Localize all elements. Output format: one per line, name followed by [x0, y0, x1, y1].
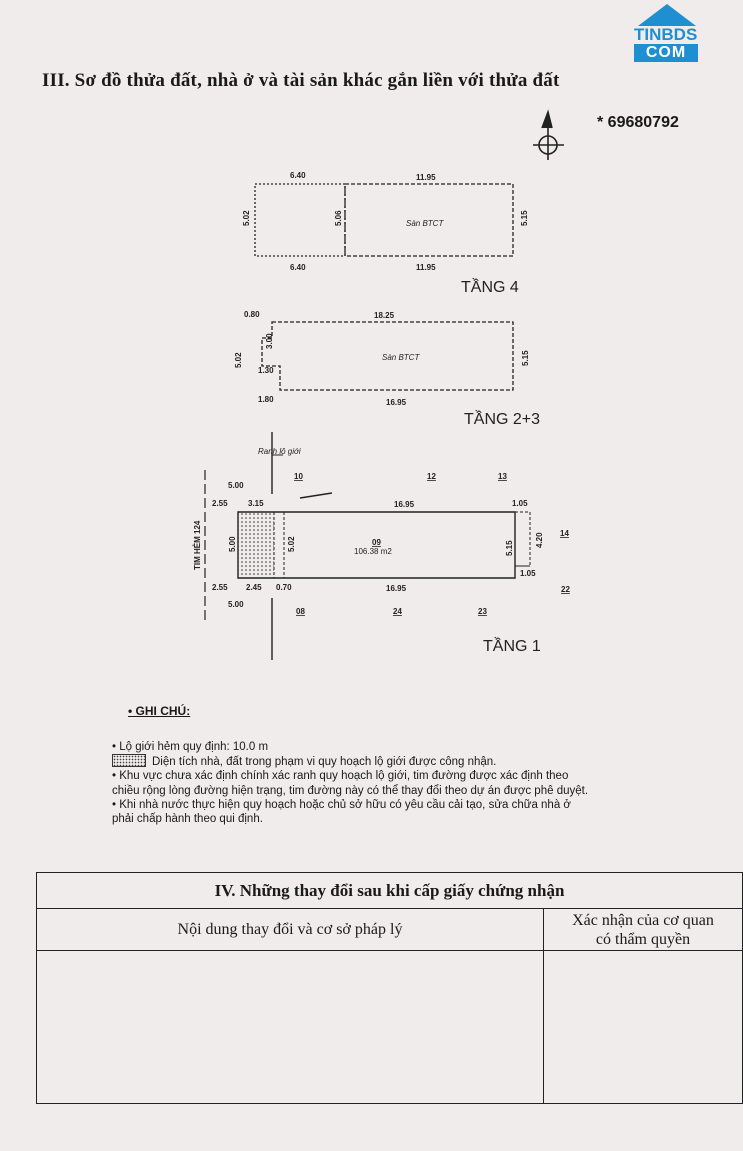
f1-alley: TIM HẺM 124 [193, 520, 202, 570]
f1-left-w: 5.00 [228, 536, 237, 552]
floor-plan-drawing: 6.40 11.95 6.40 11.95 5.02 5.06 5.15 Sàn… [193, 109, 570, 660]
change-content-cell [36, 950, 544, 1104]
f1-top-a: 2.55 [212, 499, 228, 508]
f1-neighbor-24: 24 [393, 607, 402, 616]
house-roof-icon [638, 4, 696, 26]
f23-top-left: 0.80 [244, 310, 260, 319]
f23-left: 5.02 [234, 352, 243, 368]
f1-lot-number: 09 [372, 538, 381, 547]
f1-right-in: 4.20 [535, 532, 544, 548]
note-line-1: • Lộ giới hẻm quy định: 10.0 m [112, 741, 269, 753]
f1-bottom-b: 2.45 [246, 583, 262, 592]
section-3-title: III. Sơ đồ thửa đất, nhà ở và tài sản kh… [42, 70, 560, 91]
f1-bottom-a: 2.55 [212, 583, 228, 592]
notes-heading: • GHI CHÚ: [128, 704, 191, 718]
f23-slab: Sàn BTCT [382, 353, 420, 362]
logo-text-top: TINBDS [634, 25, 698, 44]
hatch-legend-icon [112, 754, 146, 768]
f1-mid-w: 5.02 [287, 536, 296, 552]
f23-bottom-right: 16.95 [386, 398, 407, 407]
section-4-title: IV. Những thay đổi sau khi cấp giấy chứn… [36, 872, 743, 909]
certificate-serial: * 69680792 [597, 114, 679, 131]
floor-4-label: TẦNG 4 [461, 277, 519, 296]
f1-top-b: 3.15 [248, 499, 264, 508]
f4-top-left: 6.40 [290, 171, 306, 180]
f23-step: 1.30 [258, 366, 274, 375]
f4-slab: Sàn BTCT [406, 219, 444, 228]
logo-text-bottom: COM [634, 44, 698, 62]
floor-2-3-label: TẦNG 2+3 [464, 409, 540, 428]
f1-right-w: 5.15 [505, 540, 514, 556]
col-confirmation: Xác nhận của cơ quan có thẩm quyền [543, 908, 743, 951]
f1-neighbor-12: 12 [427, 472, 436, 481]
note-line-4b: phải chấp hành theo qui định. [112, 813, 263, 826]
f1-neighbor-08: 08 [296, 607, 305, 616]
changes-table: IV. Những thay đổi sau khi cấp giấy chứn… [36, 872, 743, 1104]
f1-bottom-len: 16.95 [386, 584, 407, 593]
f1-boundary-label: Ranh lộ giới [258, 447, 301, 456]
notes-block: • GHI CHÚ: • Lộ giới hẻm quy định: 10.0 … [112, 704, 672, 826]
confirmation-cell [543, 950, 743, 1104]
f1-right-bottom: 1.05 [520, 569, 536, 578]
f23-top-right: 18.25 [374, 311, 395, 320]
floor-2-3-plan [261, 321, 514, 391]
f1-top-setback: 5.00 [228, 481, 244, 490]
col-confirmation-line2: có thẩm quyền [595, 930, 691, 948]
floor-1-label: TẦNG 1 [483, 636, 541, 655]
f1-neighbor-13: 13 [498, 472, 507, 481]
f1-neighbor-14: 14 [560, 529, 569, 538]
f1-top-right: 1.05 [512, 499, 528, 508]
f1-top-len: 16.95 [394, 500, 415, 509]
f1-neighbor-23: 23 [478, 607, 487, 616]
f4-mid: 5.06 [334, 210, 343, 226]
col-change-content: Nội dung thay đổi và cơ sở pháp lý [36, 908, 544, 951]
note-line-3b: chiều rộng lòng đường hiện trạng, tim đư… [112, 784, 589, 797]
f23-bottom-left: 1.80 [258, 395, 274, 404]
f23-inner: 3.00 [265, 333, 274, 349]
f1-bottom-c: 0.70 [276, 583, 292, 592]
f23-right: 5.15 [521, 350, 530, 366]
f4-left: 5.02 [242, 210, 251, 226]
note-line-3a: • Khu vực chưa xác định chính xác ranh q… [112, 770, 569, 783]
f4-right: 5.15 [520, 210, 529, 226]
note-line-4a: • Khi nhà nước thực hiện quy hoạch hoặc … [112, 798, 571, 811]
note-line-2: Diện tích nhà, đất trong phạm vi quy hoạ… [112, 754, 672, 769]
floor-4-plan [254, 183, 514, 257]
f4-top-right: 11.95 [416, 173, 436, 182]
north-arrow-icon [533, 109, 564, 160]
note-line-2-text: Diện tích nhà, đất trong phạm vi quy hoạ… [152, 756, 497, 769]
tinbds-logo: TINBDS COM [634, 4, 700, 62]
col-confirmation-line1: Xác nhận của cơ quan [572, 911, 714, 929]
f1-bottom-setback: 5.00 [228, 600, 244, 609]
floor-1-plan [204, 432, 531, 660]
f1-neighbor-10: 10 [294, 472, 303, 481]
f4-bottom-left: 6.40 [290, 263, 306, 272]
f1-neighbor-22: 22 [561, 585, 570, 594]
f4-bottom-right: 11.95 [416, 263, 436, 272]
f1-area: 106.38 m2 [354, 547, 392, 556]
